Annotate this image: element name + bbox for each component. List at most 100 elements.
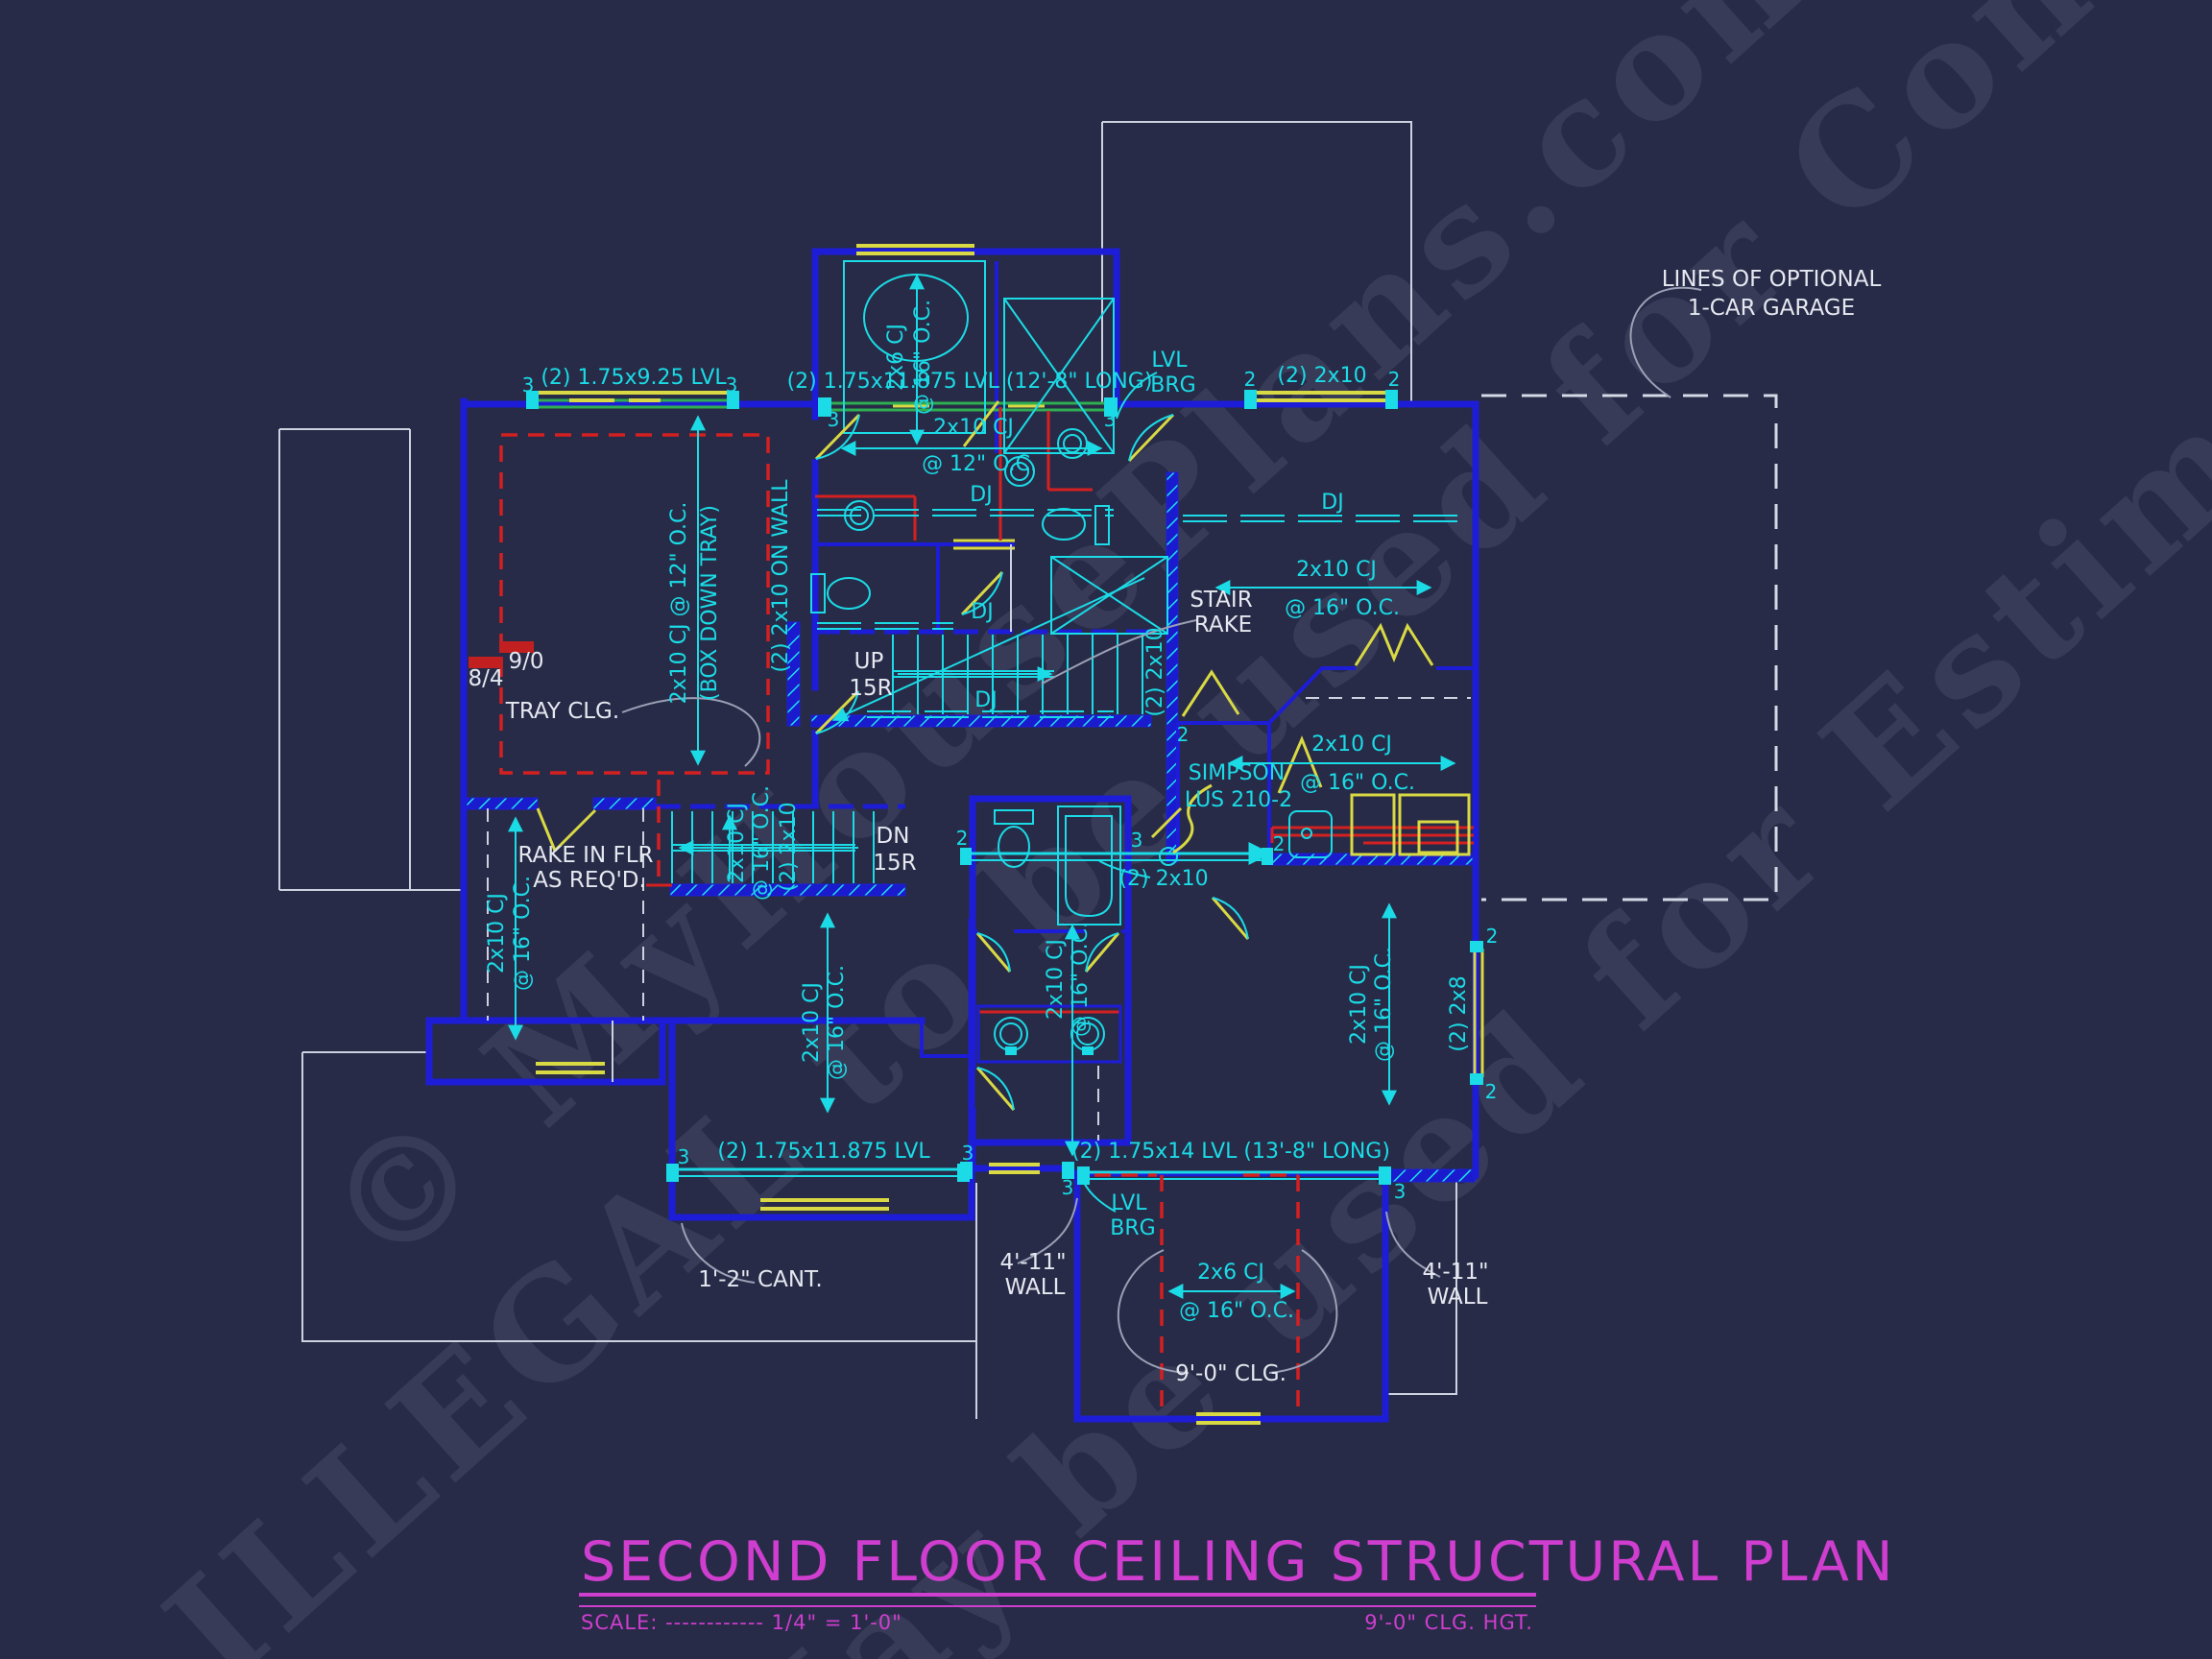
dn-label: DN	[877, 824, 910, 849]
cj-2x6-top-1: 2x6 CJ	[884, 324, 908, 391]
marker: 2	[1244, 368, 1257, 391]
lvl-brg-bottom-2: BRG	[1110, 1216, 1155, 1240]
wall-411-right-2: WALL	[1428, 1285, 1488, 1310]
on-wall-label: (2) 2x10 ON WALL	[769, 479, 793, 673]
lvl-brg-top-2: BRG	[1150, 373, 1195, 397]
sheet-title: SECOND FLOOR CEILING STRUCTURAL PLAN	[581, 1530, 1896, 1594]
leader-lines	[621, 372, 1441, 1374]
wall-411-right-1: 4'-11"	[1422, 1260, 1488, 1285]
box-down-tray-1: 2x10 CJ @ 12" O.C.	[667, 502, 691, 705]
cj-leftroom-1: 2x10 CJ	[485, 893, 509, 974]
lvl-brg-top-1: LVL	[1151, 349, 1188, 373]
cj-dn-2: @ 16" O.C.	[750, 785, 774, 901]
marker: 2	[1486, 925, 1499, 948]
fireplace	[1350, 793, 1471, 856]
marker: 3	[1131, 829, 1143, 852]
dj-label-2: DJ	[971, 600, 993, 624]
simpson-2: LUS 210-2	[1185, 788, 1292, 812]
lvl-brg-bottom-1: LVL	[1111, 1191, 1147, 1215]
toilet-1	[810, 573, 871, 613]
beam-d-label: (2) 2x10	[1118, 867, 1208, 891]
clg-9-0-label: 9'-0" CLG.	[1175, 1361, 1286, 1386]
marker: 3	[678, 1145, 690, 1168]
stairs-up	[831, 577, 1145, 722]
stairs-down	[671, 811, 875, 883]
dj-label-4: DJ	[1321, 491, 1343, 515]
tub-2	[1057, 805, 1121, 926]
beam-2x10-mid	[960, 842, 1273, 866]
marker: 2	[1485, 1080, 1498, 1103]
dimension-arrows	[508, 274, 1456, 1299]
cj-2x6-bottom-2: @ 16" O.C.	[1179, 1299, 1294, 1323]
cj-rightroom2-2: @ 16" O.C.	[1372, 947, 1396, 1062]
beam-a-label: (2) 1.75x9.25 LVL	[541, 366, 727, 390]
toilet-3	[994, 809, 1034, 868]
marker: 3	[828, 408, 840, 431]
garage-note-line1: LINES OF OPTIONAL	[1662, 267, 1882, 292]
marker: 2	[1177, 723, 1190, 746]
up-label: UP	[854, 649, 884, 674]
cant-label: 1'-2" CANT.	[698, 1267, 822, 1292]
lvl-beam-b	[818, 397, 1118, 417]
cj-2x6-top-2: @ 16" O.C.	[911, 300, 935, 415]
bifold-door-2	[1181, 669, 1240, 717]
ceiling-height-note: 9'-0" CLG. HGT.	[1364, 1611, 1533, 1634]
cj-sinkroom-2: @ 16" O.C.	[1069, 922, 1093, 1037]
marker: 3	[1062, 1176, 1074, 1199]
beam-markers: 3 3 3 3 2 2 2 2 3 2 2 2 3 3 3 3	[522, 368, 1499, 1203]
windows	[536, 244, 1261, 1425]
beam-2x8-label: (2) 2x8	[1447, 975, 1471, 1051]
marker: 2	[1273, 832, 1286, 855]
cj-right-1: 2x10 CJ	[1296, 558, 1377, 582]
cj-2x6-bottom-1: 2x6 CJ	[1197, 1261, 1264, 1285]
marker: 3	[1104, 408, 1117, 431]
rake-flr-1: RAKE IN FLR	[517, 843, 653, 868]
dj-label-1: DJ	[970, 483, 992, 507]
lvl-beam-e	[1077, 1166, 1391, 1185]
marker: 2	[1388, 368, 1401, 391]
beam-2x8-right	[1470, 941, 1484, 1085]
first-floor-reference-outline	[278, 121, 1457, 1419]
cj-2x10-bath-2: @ 12" O.C.	[922, 452, 1037, 476]
garage-note-line2: 1-CAR GARAGE	[1688, 296, 1855, 321]
marker: 2	[956, 827, 969, 850]
red-linework	[469, 407, 1474, 1409]
window-wall-beam	[960, 1162, 1074, 1179]
wall-411-left-1: 4'-11"	[999, 1250, 1066, 1275]
linen-closet	[1050, 556, 1168, 635]
cj-midroom-1: 2x10 CJ	[800, 982, 824, 1063]
closet-shelves	[487, 544, 1471, 1141]
lvl-beam-a	[526, 391, 739, 409]
window-sill-9-0	[499, 641, 534, 653]
cj-2x10-bath-1: 2x10 CJ	[933, 416, 1014, 440]
scale-note: SCALE: ------------ 1/4" = 1'-0"	[581, 1611, 902, 1634]
up-risers: 15R	[849, 676, 892, 701]
dn-risers: 15R	[873, 851, 916, 876]
beam-c-label: (2) 2x10	[1277, 364, 1366, 388]
marker: 3	[1394, 1180, 1407, 1203]
window-sill-8-4	[469, 657, 503, 668]
beam-f-label: (2) 1.75x11.875 LVL	[717, 1140, 930, 1164]
beam-2x10-top	[1244, 390, 1398, 409]
title-block: SECOND FLOOR CEILING STRUCTURAL PLAN SCA…	[579, 1530, 1896, 1634]
wall-411-left-2: WALL	[1005, 1275, 1066, 1300]
cj-rightroom2-1: 2x10 CJ	[1347, 964, 1371, 1045]
stair-rake-1: STAIR	[1190, 588, 1252, 613]
optional-garage-outline	[1481, 287, 1778, 902]
beam-e-label: (2) 1.75x14 LVL (13'-8" LONG)	[1071, 1140, 1390, 1164]
stair-2x10: (2) 2x10	[1143, 627, 1167, 716]
window-8-4: 8/4	[468, 666, 503, 691]
tray-clg-label: TRAY CLG.	[505, 699, 619, 724]
window-9-0: 9/0	[508, 649, 543, 674]
annotations: LINES OF OPTIONAL 1-CAR GARAGE LVL BRG L…	[468, 267, 1881, 1386]
cj-dn-1: 2x10 CJ	[725, 803, 749, 883]
cj-sinkroom-1: 2x10 CJ	[1044, 939, 1068, 1020]
shower-pan	[1288, 810, 1333, 858]
double-joist-lines	[817, 509, 1471, 718]
bifold-door-3	[1277, 735, 1323, 794]
dn-2x10: (2) 2x10	[777, 802, 801, 891]
sink-1	[1004, 456, 1035, 487]
cj-right-2: @ 16" O.C.	[1285, 596, 1400, 620]
